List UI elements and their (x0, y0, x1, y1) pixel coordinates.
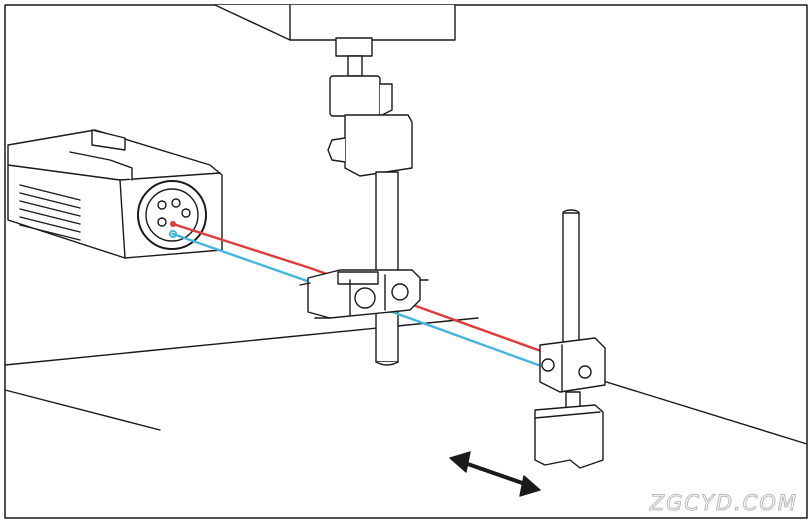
vent-grille (19, 184, 81, 241)
camera-device (7, 129, 223, 259)
table-surface (4, 317, 808, 445)
top-mount-block (214, 4, 456, 41)
red-fiber-line (171, 222, 554, 357)
right-post (534, 209, 606, 469)
frame-border (4, 4, 808, 519)
double-headed-arrow-icon (449, 451, 541, 497)
upper-holder (327, 37, 413, 366)
middle-clamp (299, 269, 429, 319)
